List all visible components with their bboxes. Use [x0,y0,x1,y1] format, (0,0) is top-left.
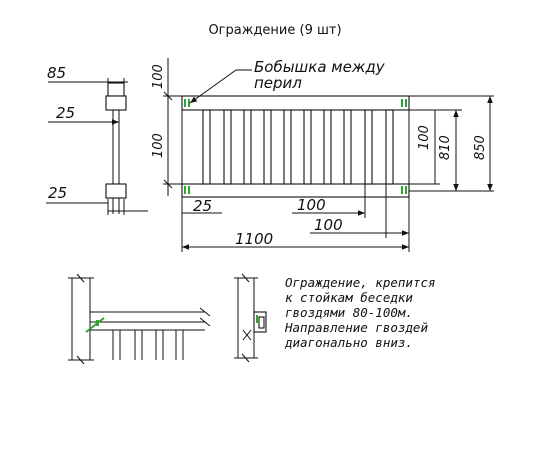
dim-85: 85 [47,64,66,82]
note-line-3: гвоздями 80-100м. [285,305,413,320]
side-section-view: 85 25 25 [46,64,148,215]
dim-25-bottom: 25 [48,184,67,202]
dim-100-right: 100 [417,125,432,150]
balusters [202,109,394,185]
right-vertical-dims: 100 810 850 [409,95,494,192]
attachment-detail-left [68,273,211,365]
attachment-detail-right [234,273,267,363]
callout-line-2: перил [254,74,302,92]
left-vertical-dims: 100 100 [151,58,185,196]
assembly-note: Ограждение, крепится к стойкам беседки г… [284,275,436,350]
drawing-title: Ограждение (9 шт) [208,23,341,38]
note-line-1: Ограждение, крепится [285,275,436,290]
bottom-horizontal-dims: 25 100 100 1100 [181,184,410,252]
note-line-4: Направление гвоздей [284,320,428,335]
callout-line-1: Бобышка между [254,58,386,76]
dim-100-side-top: 100 [151,64,166,89]
dim-25-right: 25 [193,197,212,215]
fence-front-view [181,69,410,212]
dim-810: 810 [438,135,453,160]
dim-100-upper: 100 [297,196,326,214]
boss-markers [184,99,407,194]
dim-25-top: 25 [56,104,75,122]
dim-100-side-mid: 100 [151,133,166,158]
dim-1100: 1100 [235,230,273,248]
note-line-2: к стойкам беседки [285,290,413,305]
dim-100-lower: 100 [314,216,343,234]
note-line-5: диагонально вниз. [284,335,413,350]
dim-850: 850 [473,135,488,160]
